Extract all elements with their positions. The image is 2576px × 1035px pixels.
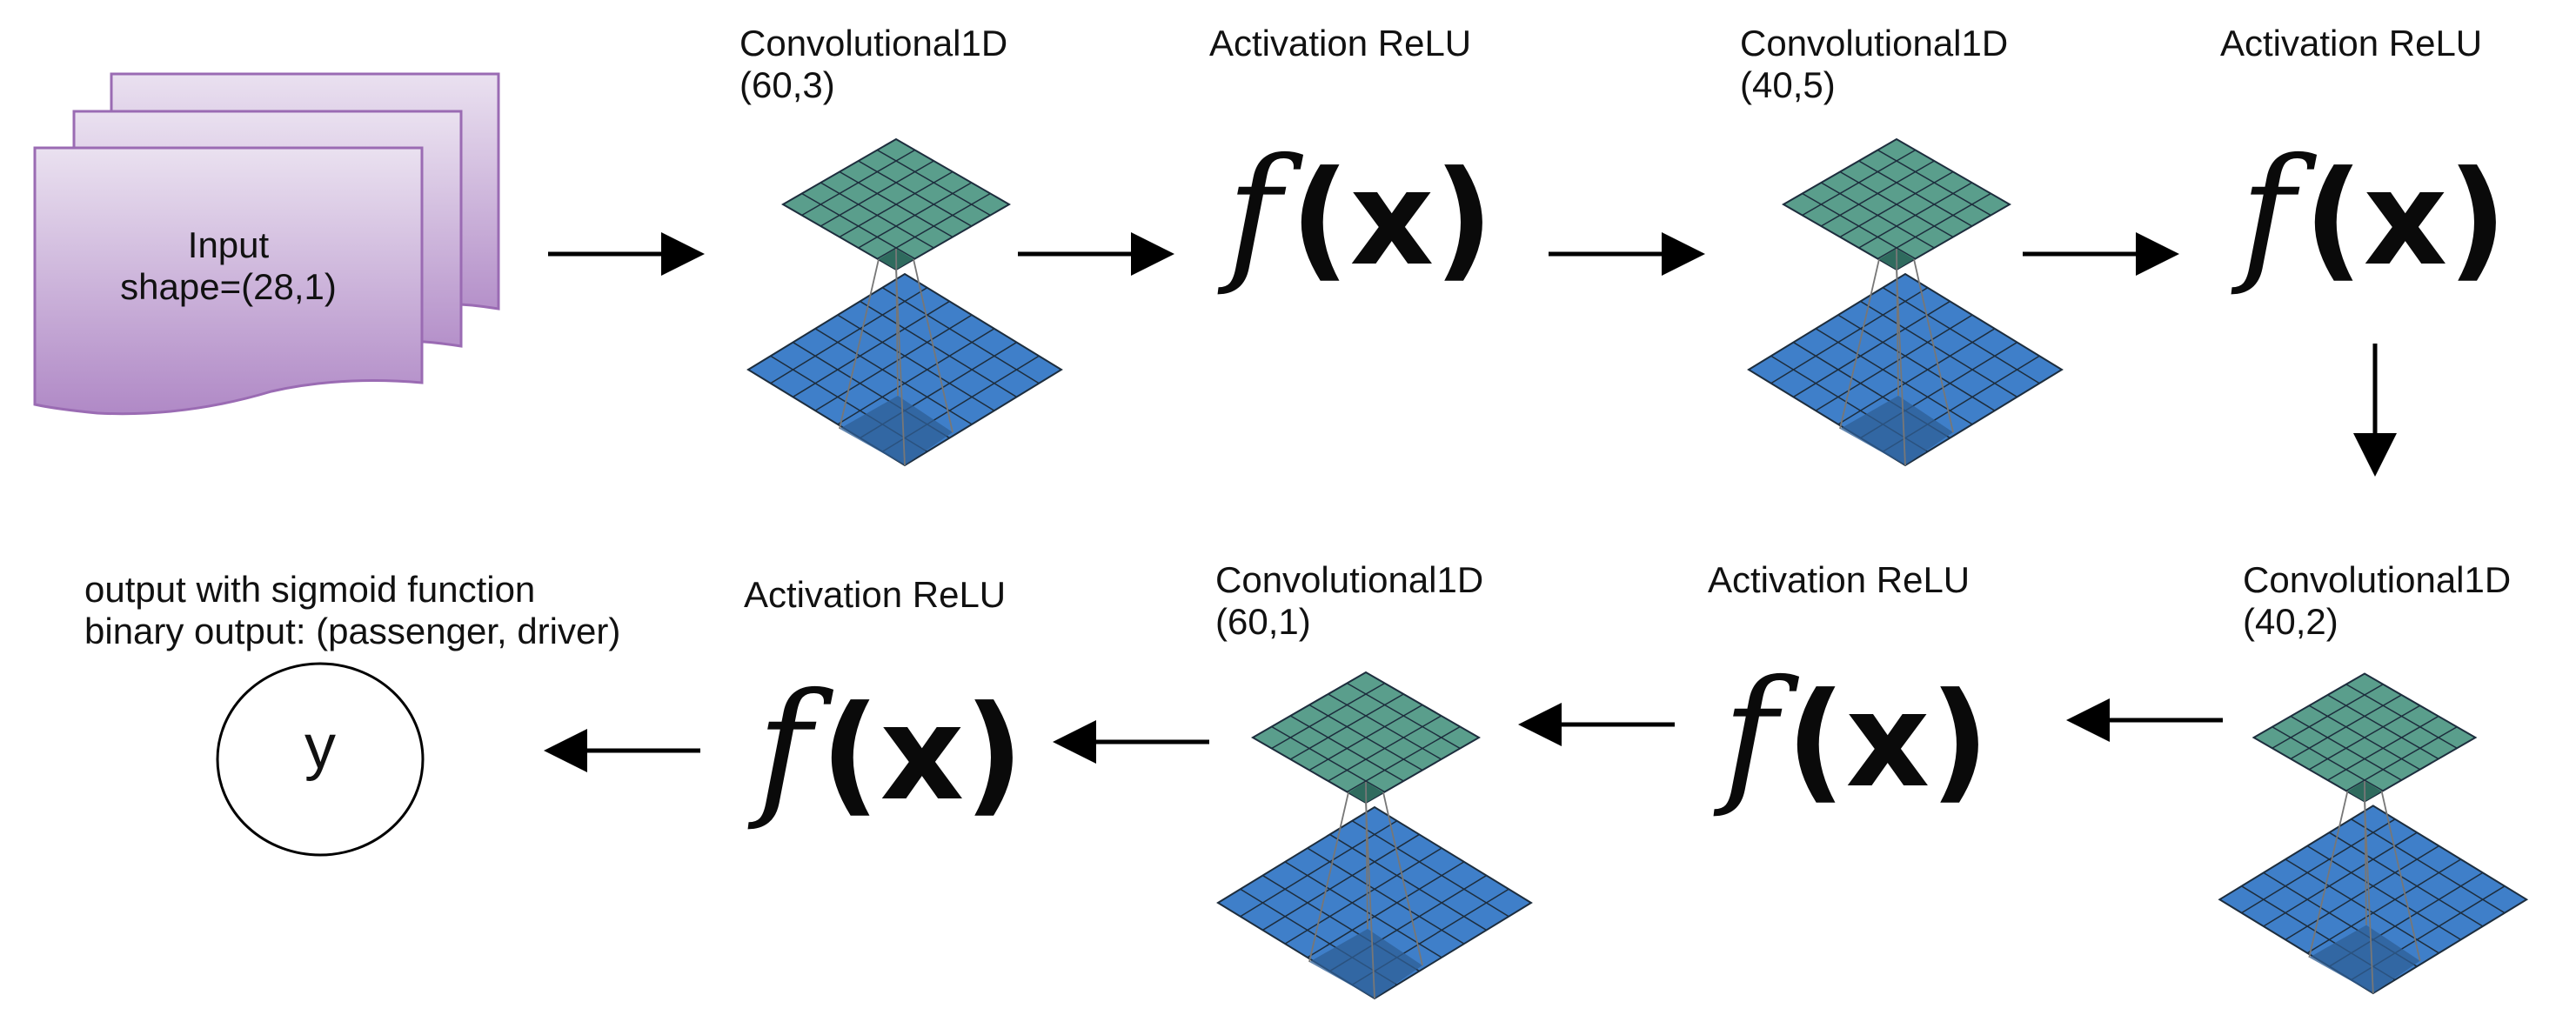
input-grid-gridline xyxy=(1770,287,1929,384)
input-grid-gridline xyxy=(1329,833,1487,932)
input-grid-gridline xyxy=(1307,861,1465,958)
input-stack xyxy=(33,72,500,416)
input-grid-gridline xyxy=(770,287,928,384)
kernel-region xyxy=(2309,925,2420,993)
input-grid-gridline xyxy=(2306,858,2461,954)
conv-layer-2-visual xyxy=(1747,137,2064,467)
output-node-label: y xyxy=(304,712,336,782)
projection-line xyxy=(1839,258,1880,430)
input-grid-gridline xyxy=(1351,820,1509,918)
layer-1-params: (60,3) xyxy=(739,64,835,105)
kernel-region xyxy=(840,396,953,465)
input-grid-gridline xyxy=(1240,820,1398,918)
input-label-line1: Input xyxy=(187,224,270,265)
input-grid-gridline xyxy=(837,328,995,425)
layer-2-title: Activation ReLU xyxy=(1209,23,1472,63)
projection-line xyxy=(2308,791,2349,958)
input-grid-gridline xyxy=(2285,845,2439,941)
layer-5-title: Convolutional1D xyxy=(2243,559,2512,600)
relu-3-function: f(x) xyxy=(1723,649,1990,821)
layer-3-params: (40,5) xyxy=(1740,64,1836,105)
input-grid-gridline xyxy=(2241,818,2396,914)
feature-map-gridline xyxy=(1877,192,1991,260)
input-grid-gridline xyxy=(860,300,1017,398)
conv-layer-3-visual xyxy=(2218,672,2529,995)
projection-line xyxy=(2380,791,2421,961)
projection-line xyxy=(895,269,906,466)
projection-line xyxy=(1308,791,1349,963)
input-grid-gridline xyxy=(814,314,973,411)
input-grid-gridline xyxy=(2351,818,2506,914)
feature-map-gridline xyxy=(1346,725,1461,793)
input-grid-gridline xyxy=(881,287,1040,384)
kernel-region xyxy=(1840,396,1953,465)
layer-7-title: Convolutional1D xyxy=(1215,559,1484,600)
input-grid-gridline xyxy=(1837,314,1996,411)
feature-map-gridline xyxy=(2345,726,2458,791)
projection-line xyxy=(913,258,953,433)
input-grid-gridline xyxy=(2285,858,2439,954)
input-grid-gridline xyxy=(1837,328,1996,425)
input-grid-gridline xyxy=(1815,314,1973,411)
function-f-symbol: f xyxy=(1723,649,1777,821)
layer-1-title: Convolutional1D xyxy=(739,23,1008,63)
input-grid-gridline xyxy=(1262,833,1420,932)
layer-8-title: Activation ReLU xyxy=(744,574,1007,615)
input-grid-gridline xyxy=(2263,831,2418,927)
function-f-symbol: f xyxy=(2240,127,2295,299)
output-node-circle xyxy=(216,662,425,857)
output-description-line1: output with sigmoid function xyxy=(84,569,536,610)
projection-line xyxy=(1365,802,1375,999)
input-grid-gridline xyxy=(1815,328,1973,425)
function-f-symbol: f xyxy=(1227,127,1281,299)
input-grid-gridline xyxy=(1860,300,2017,398)
layer-7-params: (60,1) xyxy=(1215,601,1311,642)
input-grid-gridline xyxy=(1882,287,2040,384)
input-grid-gridline xyxy=(1307,847,1465,945)
conv-layer-4-visual xyxy=(1216,671,1533,1000)
projection-line xyxy=(1382,791,1423,966)
output-description-line2: binary output: (passenger, driver) xyxy=(84,611,621,651)
feature-map xyxy=(780,137,1012,271)
input-grid-gridline xyxy=(793,300,950,398)
relu-1-function: f(x) xyxy=(1227,127,1494,299)
input-grid-gridline xyxy=(837,314,995,411)
input-grid-gridline xyxy=(1284,847,1442,945)
feature-map xyxy=(2251,672,2478,803)
input-label: Input shape=(28,1) xyxy=(35,224,422,308)
input-grid xyxy=(746,272,1063,467)
conv-layer-1-visual xyxy=(746,137,1063,467)
projection-line xyxy=(839,258,880,430)
kernel-region xyxy=(1309,929,1422,998)
input-grid-gridline xyxy=(1793,300,1950,398)
feature-map-gridline xyxy=(876,192,991,260)
projection-line xyxy=(1896,269,1906,466)
input-label-shape: shape=(28,1) xyxy=(120,266,337,307)
projection-line xyxy=(1913,258,1954,433)
relu-4-function: f(x) xyxy=(757,662,1024,834)
feature-map xyxy=(1781,137,2012,271)
function-f-symbol: f xyxy=(757,662,812,834)
projection-line xyxy=(2364,801,2374,994)
input-grid-gridline xyxy=(814,328,973,425)
relu-2-function: f(x) xyxy=(2240,127,2507,299)
layer-6-title: Activation ReLU xyxy=(1708,559,1970,600)
layer-4-title: Activation ReLU xyxy=(2220,23,2483,63)
feature-map xyxy=(1250,671,1482,805)
layer-5-params: (40,2) xyxy=(2243,601,2338,642)
input-grid-gridline xyxy=(2329,831,2484,927)
input-grid-gridline xyxy=(1284,861,1442,958)
input-page-front xyxy=(33,146,424,416)
input-grid-gridline xyxy=(2306,845,2461,941)
layer-3-title: Convolutional1D xyxy=(1740,23,2009,63)
